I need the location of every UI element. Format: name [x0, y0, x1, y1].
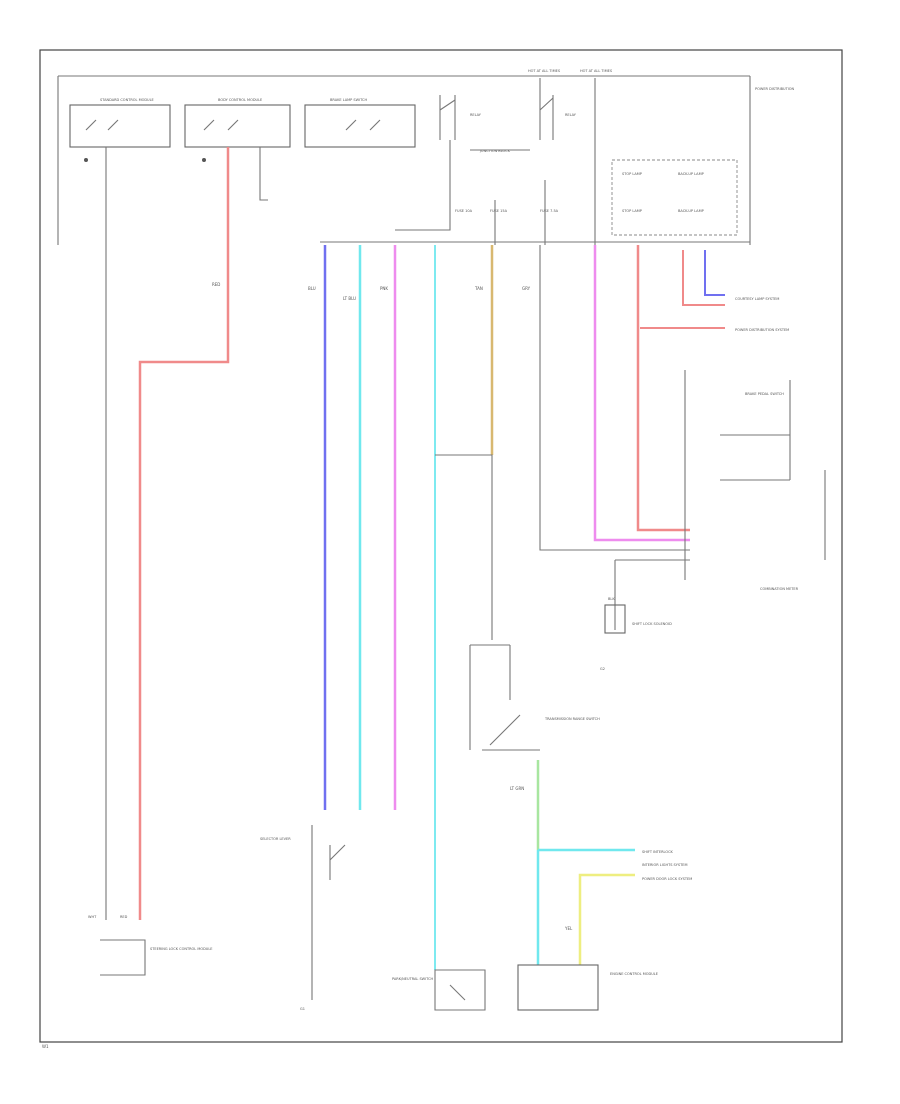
green-wire-label: LT GRN [510, 786, 524, 791]
fuse-leads [494, 180, 546, 245]
brake-switch-label: BRAKE PEDAL SWITCH [745, 392, 784, 396]
hot-label-1: HOT AT ALL TIMES [528, 69, 561, 73]
fuse-2-label: FUSE 15A [490, 209, 508, 213]
fuse-3-label: FUSE 7.5A [540, 209, 559, 213]
selector-switch [329, 844, 346, 880]
module-3-switch [345, 119, 381, 131]
shift-lock-wire-label: BLK [608, 597, 615, 601]
gray-wire-right [539, 245, 690, 551]
module-3-box [304, 104, 416, 148]
ground-1-label: G1 [300, 1007, 305, 1011]
red-wire-right [636, 245, 690, 532]
ref-courtesy-lamp: COURTESY LAMP SYSTEM [735, 297, 779, 301]
red-short-wire [682, 250, 725, 306]
relay-5-switch [539, 78, 554, 140]
tan-junction [435, 454, 493, 640]
module-2-lead [259, 147, 268, 201]
brake-switch-wires [720, 380, 791, 481]
bottom-left-wire-1: WHT [88, 915, 97, 919]
ref-power-distribution: POWER DISTRIBUTION SYSTEM [735, 328, 789, 332]
ref-door-lock: POWER DOOR LOCK SYSTEM [642, 877, 692, 881]
trans-switch-contact [482, 714, 540, 751]
blue-short-wire [704, 250, 725, 296]
grid-label-4: BACK-UP LAMP [678, 209, 704, 213]
selector-label: SELECTOR LEVER [260, 837, 291, 841]
yellow-wire-label: YEL [564, 926, 573, 931]
module-2-label: BODY CONTROL MODULE [218, 98, 262, 102]
ref-shift-interlock: SHIFT INTERLOCK [642, 850, 674, 854]
blue-wire-label: BLU [308, 286, 316, 291]
cyan-wire-label: LT BLU [343, 296, 356, 301]
ref-interior-lights: INTERIOR LIGHTS SYSTEM [642, 863, 688, 867]
red-wire-left [138, 147, 230, 920]
pink-wire-right [593, 245, 690, 542]
tan-wire-label: TAN [474, 286, 483, 291]
grid-label-2: BACK-UP LAMP [678, 172, 704, 176]
park-switch-box [434, 969, 486, 1011]
relay-4-label: RELAY [470, 113, 482, 117]
combination-label: COMBINATION METER [760, 587, 799, 591]
hot-label-2: HOT AT ALL TIMES [580, 69, 613, 73]
module-3-label: BRAKE LAMP SWITCH [330, 98, 367, 102]
right-top-label: POWER DISTRIBUTION [755, 87, 795, 91]
module-1-box [69, 104, 171, 148]
cyan-branch [536, 848, 635, 965]
park-neutral-wires [469, 644, 511, 750]
footer-code: W1 [42, 1044, 49, 1049]
pink-wire-middle-label: PNK [380, 286, 388, 291]
grid-label-3: STOP LAMP [622, 209, 642, 213]
module-2-box [184, 104, 291, 148]
park-switch-label: PARK/NEUTRAL SWITCH [392, 977, 434, 981]
yellow-wire [578, 873, 635, 965]
module-1-switch [85, 119, 119, 131]
ecm-label: ENGINE CONTROL MODULE [610, 972, 658, 976]
relay-4-switch [439, 95, 456, 140]
module-1-label: STANDARD CONTROL MODULE [100, 98, 154, 102]
module-1-pin [84, 158, 88, 162]
grid-label-1: STOP LAMP [622, 172, 642, 176]
ecm-box [517, 964, 599, 1011]
relay-5-label: RELAY [565, 113, 577, 117]
trans-switch-label: TRANSMISSION RANGE SWITCH [544, 717, 600, 721]
bottom-left-label: STEERING LOCK CONTROL MODULE [150, 947, 213, 951]
diagram-frame [39, 49, 843, 1043]
module-2-pin [202, 158, 206, 162]
shift-lock-wire [614, 559, 690, 630]
shift-lock-label: SHIFT LOCK SOLENOID [632, 622, 672, 626]
red-wire-left-label: RED [212, 282, 220, 287]
fuse-1-label: FUSE 10A [455, 209, 473, 213]
ground-2-label: G2 [600, 667, 605, 671]
park-switch-contact [449, 984, 466, 1001]
bottom-left-box [100, 939, 146, 976]
lamp-grid [611, 159, 738, 236]
gray-wire-right-label: GRY [522, 286, 531, 291]
relay-4-wire [395, 140, 451, 231]
bottom-left-wire-2: RED [120, 915, 128, 919]
module-2-switch [203, 119, 239, 131]
shift-lock-coil [604, 604, 626, 634]
block-label: JUNCTION BLOCK [479, 149, 511, 153]
